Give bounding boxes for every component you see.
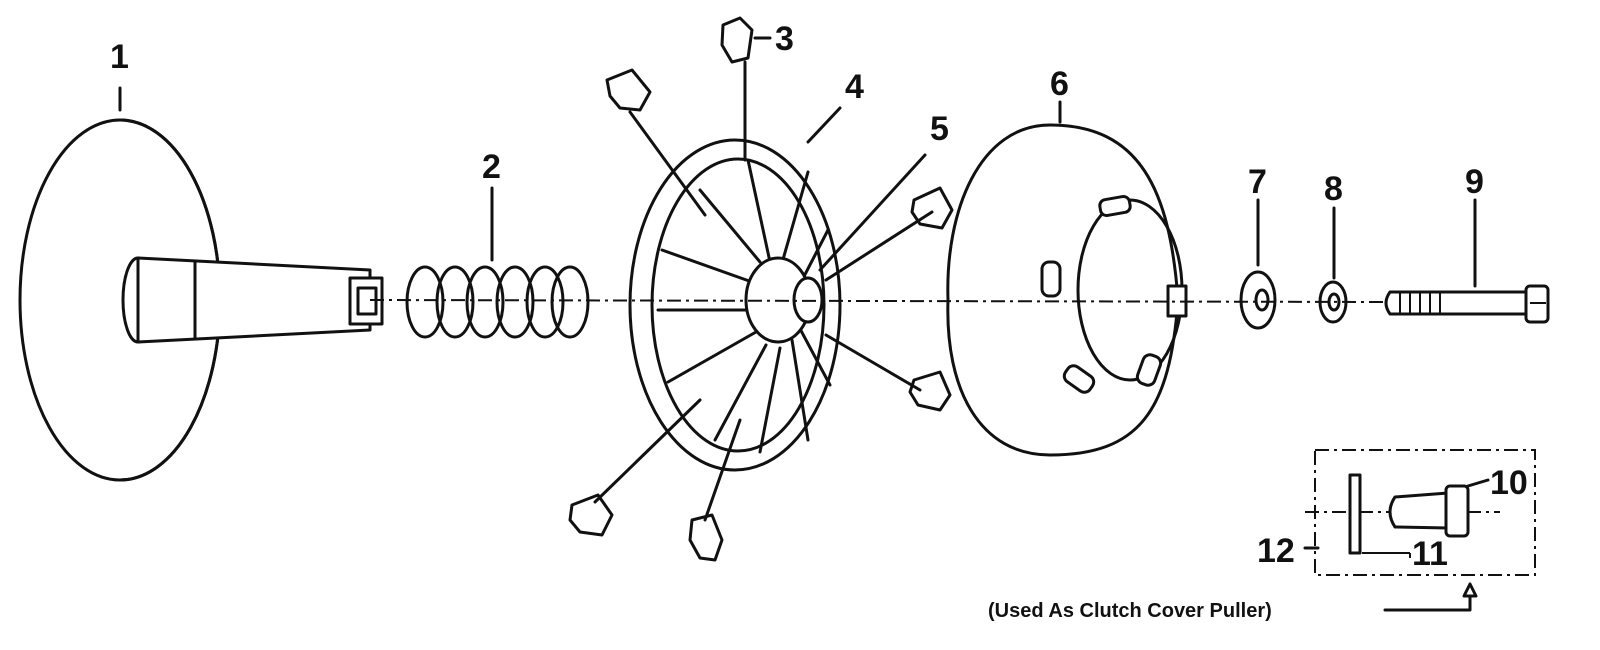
callout-3: 3 <box>775 20 794 58</box>
center-axis-line <box>369 299 1386 303</box>
callout-10: 10 <box>1490 464 1528 502</box>
callout-1: 1 <box>110 38 129 76</box>
callout-8: 8 <box>1324 170 1343 208</box>
part-6-cover <box>946 123 1188 457</box>
inset-puller-assembly <box>1305 449 1536 576</box>
callout-2: 2 <box>482 148 501 186</box>
callout-5: 5 <box>930 110 949 148</box>
callout-4: 4 <box>845 68 864 106</box>
callout-12: 12 <box>1257 532 1295 570</box>
callout-9: 9 <box>1465 163 1484 201</box>
callout-labels: 1 2 3 4 5 6 7 8 9 10 11 12 <box>110 20 1528 573</box>
inset-caption: (Used As Clutch Cover Puller) <box>988 600 1272 622</box>
part-4-spider <box>628 138 842 472</box>
part-1-fixed-sheave-shaft <box>18 118 384 482</box>
callout-7: 7 <box>1248 163 1267 201</box>
part-3-roller-weights <box>568 16 954 562</box>
part-7-washer <box>1239 270 1277 330</box>
part-9-bolt <box>1384 284 1550 324</box>
callout-11: 11 <box>1412 535 1448 573</box>
part-2-spring <box>405 265 590 339</box>
leader-lines <box>118 36 1490 612</box>
callout-6: 6 <box>1050 65 1069 103</box>
